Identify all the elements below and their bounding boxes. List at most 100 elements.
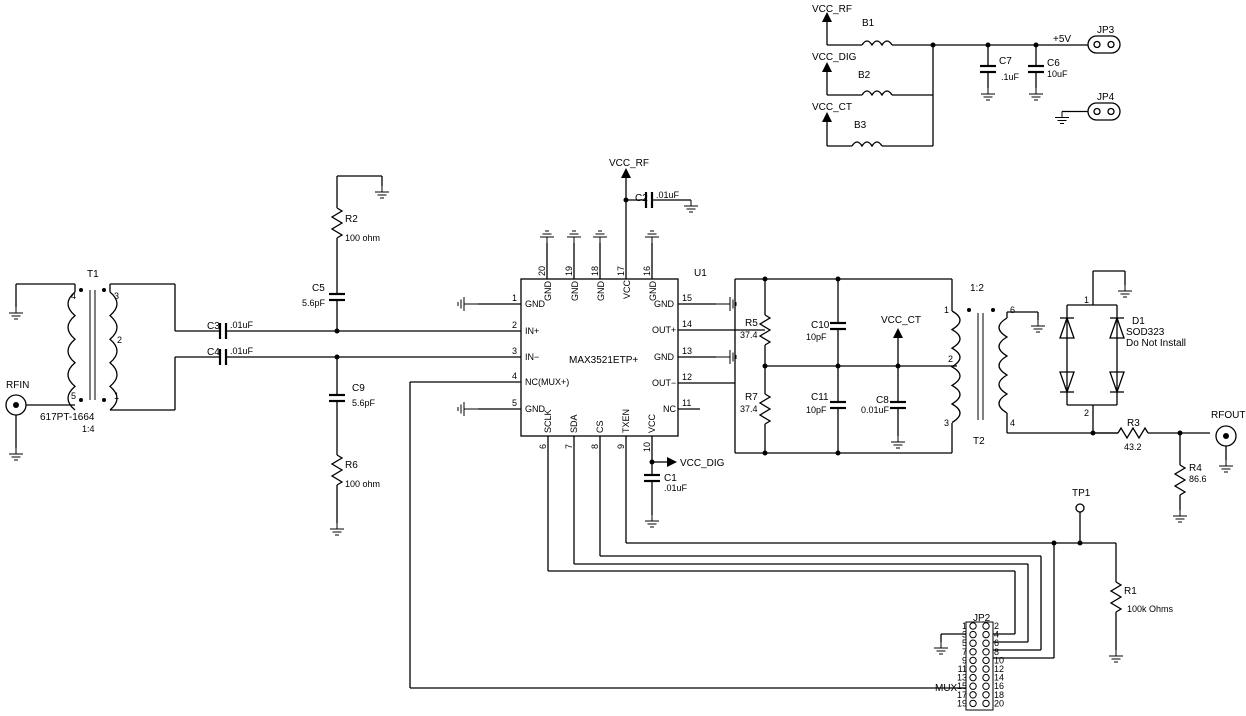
jp2-pin[interactable] (982, 699, 990, 708)
pin-name: VCC (622, 279, 632, 299)
jp2-pin[interactable] (969, 648, 977, 656)
pin-name: GND (525, 299, 546, 309)
jp2-pin[interactable] (969, 630, 977, 639)
diode-d1: 1 2 D1 SOD323 Do Not Install (1059, 270, 1186, 433)
jp2-pin[interactable] (969, 699, 977, 708)
jp2-pin-number: 2 (994, 621, 999, 631)
d1-note: Do Not Install (1126, 338, 1186, 349)
rfin-label: RFIN (6, 380, 29, 391)
r6-ref: R6 (345, 460, 358, 471)
bead-b3-label: B3 (854, 120, 867, 131)
c6-value: 10uF (1047, 69, 1068, 79)
c4-value: .01uF (230, 346, 254, 356)
c8-ref: C8 (876, 395, 889, 406)
jp2-pin[interactable] (969, 682, 977, 690)
pin-num: 4 (1010, 418, 1015, 428)
pin-num: 6 (1010, 305, 1015, 315)
jp2-pin-number: 12 (994, 664, 1004, 674)
jp2-pin-number: 5 (962, 638, 967, 648)
vcc-ct-arrow-icon (893, 328, 903, 338)
pin-name: GND (654, 299, 675, 309)
c5-value: 5.6pF (302, 298, 326, 308)
r2-ref: R2 (345, 214, 358, 225)
jp2-pin[interactable] (969, 691, 977, 699)
jp2-pin-number: 7 (962, 647, 967, 657)
jp2-pin[interactable] (969, 673, 977, 682)
pin-name: OUT+ (652, 325, 676, 335)
r4-value: 86.6 (1189, 474, 1207, 484)
jp2-pin[interactable] (969, 665, 977, 673)
t1-ref: T1 (87, 269, 99, 280)
pin-name: TXEN (621, 409, 631, 433)
jp2-pin[interactable] (982, 656, 990, 665)
jp2-label: JP2 (973, 613, 991, 624)
pin-name: GND (654, 352, 675, 362)
u1-ref: U1 (694, 268, 707, 279)
pin-name: GND (648, 281, 658, 302)
tp1-test-point[interactable]: TP1 (1072, 488, 1091, 513)
jp2-pin[interactable] (982, 682, 990, 690)
pin-num: 6 (538, 444, 548, 449)
pin-num: 2 (512, 320, 517, 330)
pin-num: 8 (590, 444, 600, 449)
tp1-label: TP1 (1072, 488, 1091, 499)
jp2-pin-number: 13 (957, 673, 967, 683)
u1-ic: U1 MAX3521ETP+ 1 GND 2 IN+ 3 IN− 4 NC(MU… (340, 158, 765, 571)
pin-name: GND (543, 281, 553, 302)
jp3-connector[interactable]: JP3 (1087, 25, 1121, 54)
c1-value: .01uF (664, 483, 688, 493)
pin-num: 1 (512, 293, 517, 303)
c1-ref: C1 (664, 473, 677, 484)
c10-value: 10pF (806, 332, 827, 342)
rfout-connector[interactable]: RFOUT (1211, 410, 1245, 447)
c10-ref: C10 (811, 320, 830, 331)
jp2-pin[interactable] (982, 622, 990, 630)
r1-ref: R1 (1124, 586, 1137, 597)
pin-name: SCLK (543, 409, 553, 433)
pin-name: GND (570, 281, 580, 302)
jp2-pin[interactable] (982, 648, 990, 656)
c11-value: 10pF (806, 405, 827, 415)
jp2-pin[interactable] (982, 673, 990, 682)
jp2-pin[interactable] (982, 639, 990, 647)
pin-num: 1 (1084, 295, 1089, 305)
pin-num: 1 (944, 305, 949, 315)
jp2-pin[interactable] (969, 639, 977, 647)
mux-label: MUX (935, 683, 958, 694)
c9-value: 5.6pF (352, 398, 376, 408)
vcc-dig-arrow-icon (667, 457, 677, 467)
pin-num: 13 (682, 346, 692, 356)
pin-num: 7 (564, 444, 574, 449)
jp2-pin[interactable] (969, 656, 977, 665)
jp2-pin[interactable] (982, 665, 990, 673)
jp2-pin[interactable] (982, 691, 990, 699)
control-section: TP1 R1 100k Ohms MUX (409, 382, 1174, 711)
jp4-connector[interactable]: JP4 (1054, 92, 1121, 124)
pin-num: 12 (682, 372, 692, 382)
pin-name: GND (525, 404, 546, 414)
u1-right-pins: 15 GND 14 OUT+ 13 GND 12 OUT− 11 NC (652, 293, 765, 414)
rfin-connector[interactable]: RFIN (5, 380, 29, 416)
plus5v-label: +5V (1053, 34, 1071, 45)
bead-b2-label: B2 (858, 70, 871, 81)
pin-name: SDA (569, 414, 579, 433)
pin-name: IN+ (525, 326, 539, 336)
jp2-pin-number: 8 (994, 647, 999, 657)
jp2-pin-number: 3 (962, 630, 967, 640)
jp2-pin[interactable] (982, 630, 990, 639)
pin-num: 19 (564, 266, 574, 276)
pin-num: 1 (114, 391, 119, 401)
u1-top-pins: 20 19 18 17 16 GND GND GND VCC GND (537, 178, 660, 302)
bead-b3 (851, 141, 883, 148)
u1-vcc-dig-label: VCC_DIG (680, 458, 725, 469)
pin-name: VCC (647, 413, 657, 433)
c6-ref: C6 (1047, 58, 1060, 69)
vcc-ct-label: VCC_CT (812, 102, 852, 113)
vcc-ct-arrow-icon (822, 112, 832, 122)
pin-num: 14 (682, 319, 692, 329)
r3-value: 43.2 (1124, 442, 1142, 452)
jp2-pin[interactable] (969, 622, 977, 630)
pin-num: 9 (616, 444, 626, 449)
